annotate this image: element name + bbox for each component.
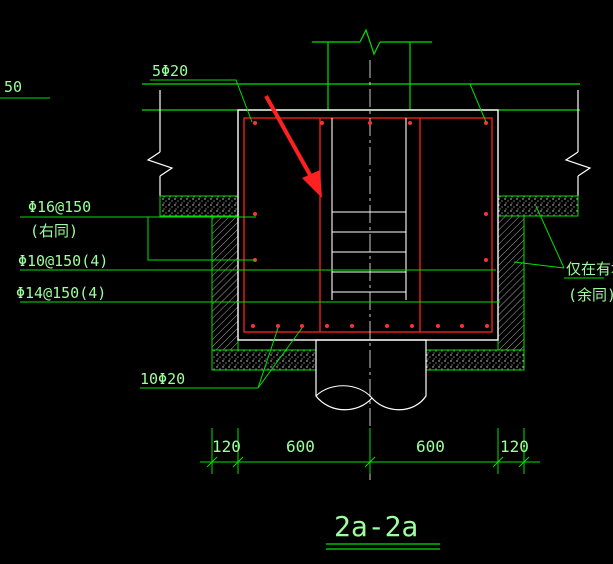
base-hatch-right (425, 349, 525, 371)
label-right-note-2: (余同) (568, 286, 613, 304)
label-stirrup-2: Φ14@150(4) (16, 284, 106, 302)
dim-label-3: 600 (416, 437, 445, 456)
column-outline (312, 28, 432, 110)
highlight-arrow (264, 95, 322, 198)
label-side-bar: Φ16@150 (28, 198, 91, 216)
dim-label-4: 120 (500, 437, 529, 456)
wall-break-right (564, 90, 592, 196)
ground-hatch-left (159, 195, 239, 217)
dim-label-2: 600 (286, 437, 315, 456)
wall-break-left (146, 90, 174, 196)
label-stirrup-1: Φ10@150(4) (18, 252, 108, 270)
pile-head (315, 339, 427, 411)
rebar-dots (251, 121, 489, 328)
brick-wall-left (211, 215, 239, 351)
title-underline (326, 543, 440, 550)
dim-label-1: 120 (212, 437, 241, 456)
label-top-left: 50 (4, 78, 22, 96)
base-hatch-left (211, 349, 317, 371)
section-title: 2a-2a (334, 510, 418, 543)
label-side-bar-note: (右同) (30, 222, 78, 240)
brick-wall-right (497, 215, 525, 351)
dimension-line (200, 428, 540, 474)
slab-lines (142, 83, 580, 111)
rebar-stirrups (243, 117, 493, 333)
label-top-rebar: 5Φ20 (152, 62, 188, 80)
pile-cap-outline (237, 109, 499, 341)
ground-hatch-right (497, 195, 579, 217)
label-right-note-1: 仅在有地 (566, 260, 613, 278)
column-reinforcement (331, 118, 407, 300)
leader-lines (0, 79, 604, 389)
label-bottom-rebar: 10Φ20 (140, 370, 185, 388)
